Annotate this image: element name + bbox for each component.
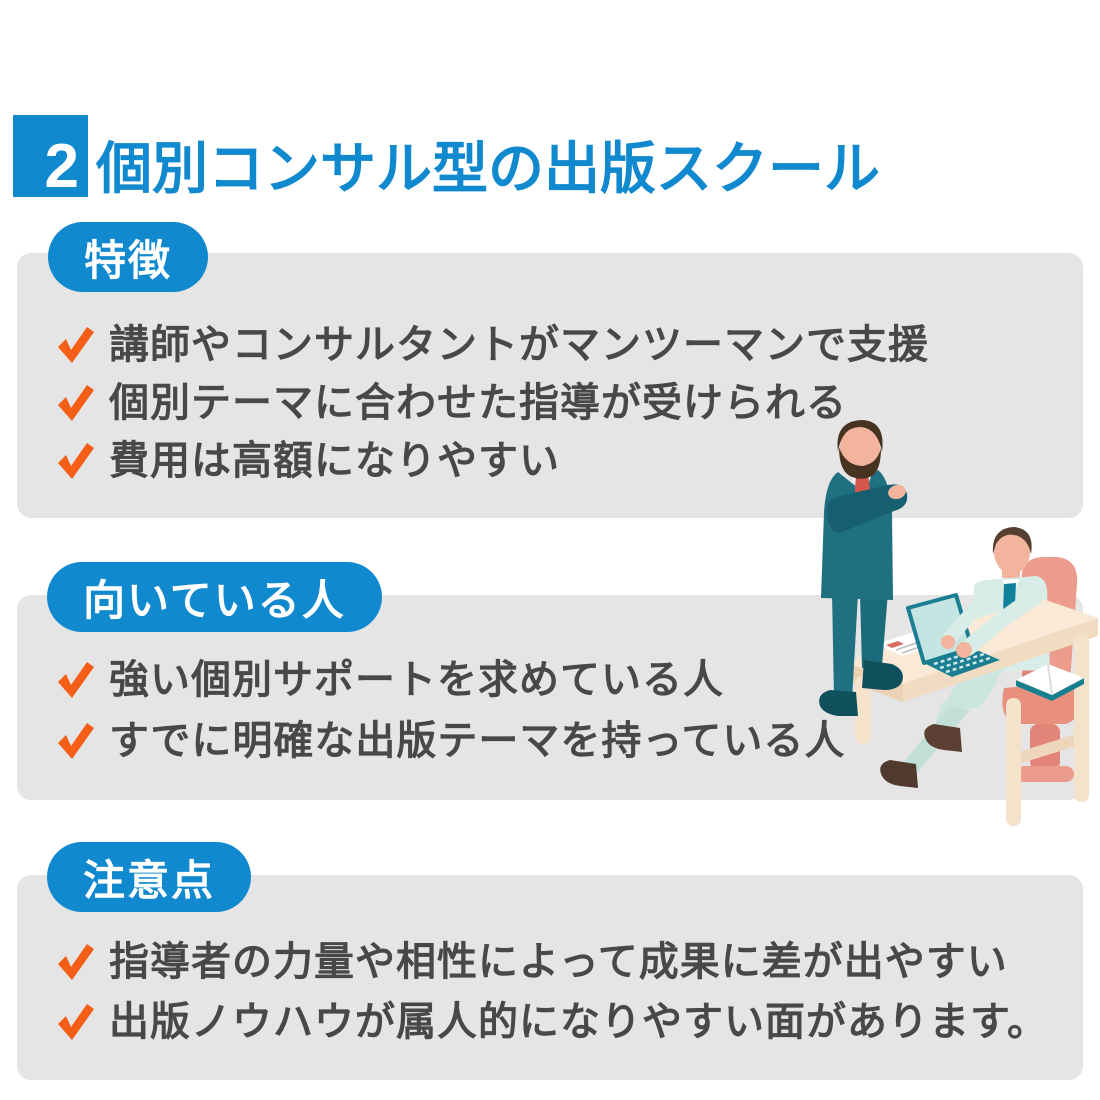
consulting-illustration: [819, 420, 1098, 826]
check-icon: [58, 443, 94, 479]
check-icon: [58, 1004, 94, 1040]
page-title: 個別コンサル型の出版スクール: [96, 137, 880, 200]
suited-people-label-pill: 向いている人: [47, 562, 382, 632]
check-icon: [58, 327, 94, 363]
list-item-text: 指導者の力量や相性によって成果に差が出やすい: [109, 940, 1008, 984]
cautions-list: 指導者の力量や相性によって成果に差が出やすい 出版ノウハウが属人的になりやすい面…: [55, 939, 1048, 1045]
features-label-pill: 特徴: [48, 222, 209, 292]
list-item: 費用は高額になりやすい: [55, 438, 929, 484]
features-panel: [17, 253, 1083, 518]
list-item: 強い個別サポートを求めている人: [55, 657, 845, 703]
list-item-text: 個別テーマに合わせた指導が受けられる: [109, 381, 847, 425]
open-book-icon: [1016, 663, 1084, 701]
list-item-text: すでに明確な出版テーマを持っている人: [109, 719, 846, 763]
list-item: すでに明確な出版テーマを持っている人: [55, 718, 845, 764]
list-item-text: 出版ノウハウが属人的になりやすい面があります。: [109, 1000, 1048, 1044]
list-item: 指導者の力量や相性によって成果に差が出やすい: [55, 939, 1048, 985]
list-item-text: 費用は高額になりやすい: [109, 439, 560, 483]
seated-client-arms: [941, 589, 1042, 658]
list-item: 出版ノウハウが属人的になりやすい面があります。: [55, 999, 1048, 1045]
check-icon: [58, 944, 94, 980]
list-item-text: 強い個別サポートを求めている人: [109, 658, 724, 702]
section-number-badge: 2: [13, 115, 88, 197]
check-icon: [58, 723, 94, 759]
standing-consultant-icon: [819, 420, 908, 716]
check-icon: [58, 662, 94, 698]
list-item: 個別テーマに合わせた指導が受けられる: [55, 380, 929, 426]
features-list: 講師やコンサルタントがマンツーマンで支援 個別テーマに合わせた指導が受けられる …: [55, 322, 929, 484]
cautions-label-pill: 注意点: [47, 842, 252, 912]
list-item: 講師やコンサルタントがマンツーマンで支援: [55, 322, 929, 368]
check-icon: [58, 385, 94, 421]
suited-people-list: 強い個別サポートを求めている人 すでに明確な出版テーマを持っている人: [55, 657, 845, 764]
list-item-text: 講師やコンサルタントがマンツーマンで支援: [109, 323, 929, 367]
